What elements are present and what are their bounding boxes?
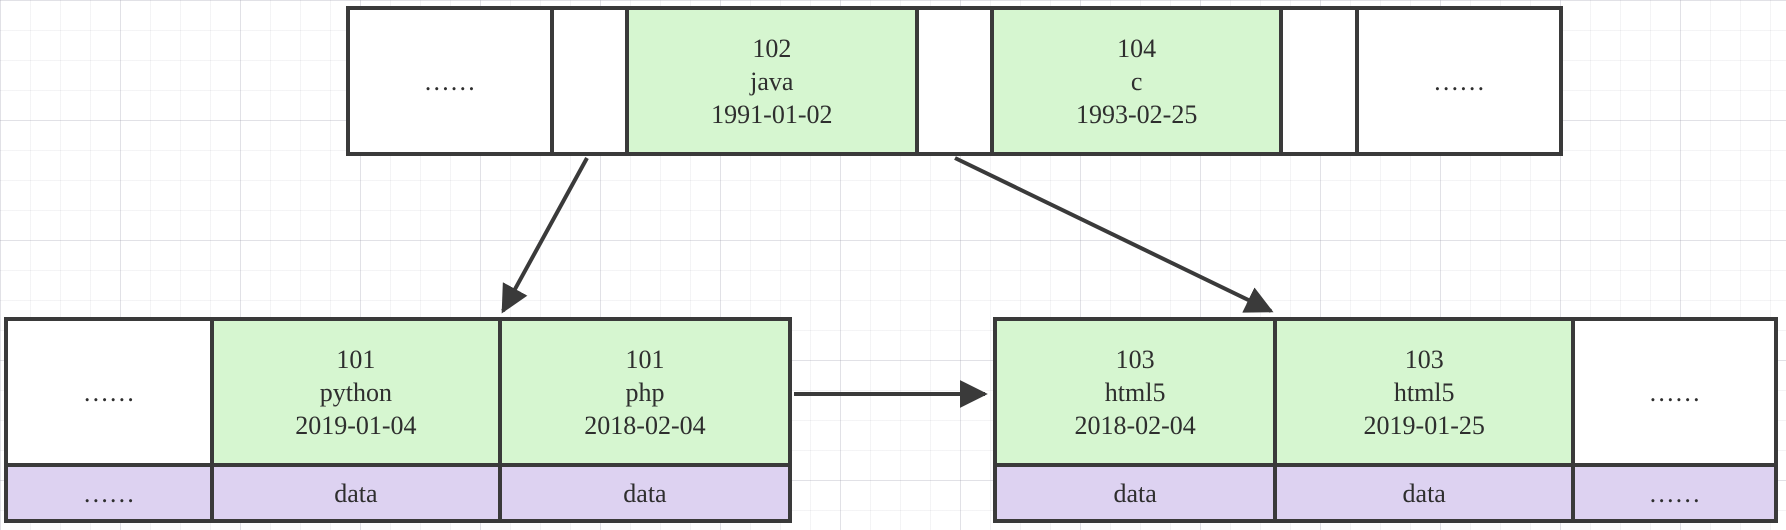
- cell-text-line: python: [319, 377, 392, 407]
- cell-text-line: html5: [1393, 377, 1455, 407]
- cell-text-line: data: [1402, 478, 1446, 508]
- cell-text-line: 104: [1117, 33, 1157, 63]
- cell-text-line: 2019-01-25: [1363, 410, 1485, 440]
- cell-text-line: java: [750, 66, 794, 96]
- root-node-pointer-cell-2: [549, 10, 625, 152]
- cell-text-line: ……: [423, 66, 476, 96]
- root-node-pointer-cell-6: [1279, 10, 1356, 152]
- cell-text-line: ……: [82, 478, 135, 508]
- leaf-node-left-data-cell-1: ……: [8, 467, 210, 519]
- cell-text-line: c: [1130, 66, 1143, 96]
- root-node-pointer-cell-7: ……: [1355, 10, 1559, 152]
- leaf-node-left-row-2: …… data data: [8, 463, 788, 519]
- arrow-root-to-right-leaf: [954, 156, 1274, 313]
- cell-text-line: data: [1113, 478, 1157, 508]
- cell-text-line: data: [623, 478, 667, 508]
- leaf-node-right-data-cell-3: ……: [1571, 467, 1774, 519]
- cell-text-line: 1993-02-25: [1076, 99, 1198, 129]
- leaf-node-right-pointer-cell-3: ……: [1571, 321, 1774, 464]
- cell-text-line: 101: [336, 344, 376, 374]
- cell-text-line: ……: [82, 377, 135, 407]
- cell-text-line: ……: [1433, 66, 1486, 96]
- cell-text-line: 2018-02-04: [584, 410, 706, 440]
- cell-text-line: 101: [625, 344, 665, 374]
- cell-text-line: 1991-01-02: [711, 99, 833, 129]
- root-node-pointer-cell-4: [914, 10, 991, 152]
- leaf-node-right-data-cell-2: data: [1273, 467, 1572, 519]
- leaf-node-right-data-cell-1: data: [997, 467, 1274, 519]
- cell-text-line: 103: [1404, 344, 1444, 374]
- cell-text-line: 2019-01-04: [295, 410, 417, 440]
- leaf-node-left-pointer-cell-1: ……: [8, 321, 210, 464]
- cell-text-line: html5: [1104, 377, 1166, 407]
- cell-text-line: ……: [1648, 377, 1701, 407]
- cell-text-line: 102: [752, 33, 792, 63]
- leaf-node-right-row-2: data data ……: [997, 463, 1774, 519]
- cell-text-line: php: [625, 377, 665, 407]
- cell-text-line: 103: [1115, 344, 1155, 374]
- root-node-pointer-cell-1: ……: [350, 10, 550, 152]
- cell-text-line: data: [334, 478, 378, 508]
- leaf-node-left-data-cell-2: data: [209, 467, 498, 519]
- leaf-node-left-data-cell-3: data: [497, 467, 788, 519]
- cell-text-line: 2018-02-04: [1074, 410, 1196, 440]
- arrow-root-to-left-leaf: [501, 157, 589, 314]
- cell-text-line: ……: [1648, 478, 1701, 508]
